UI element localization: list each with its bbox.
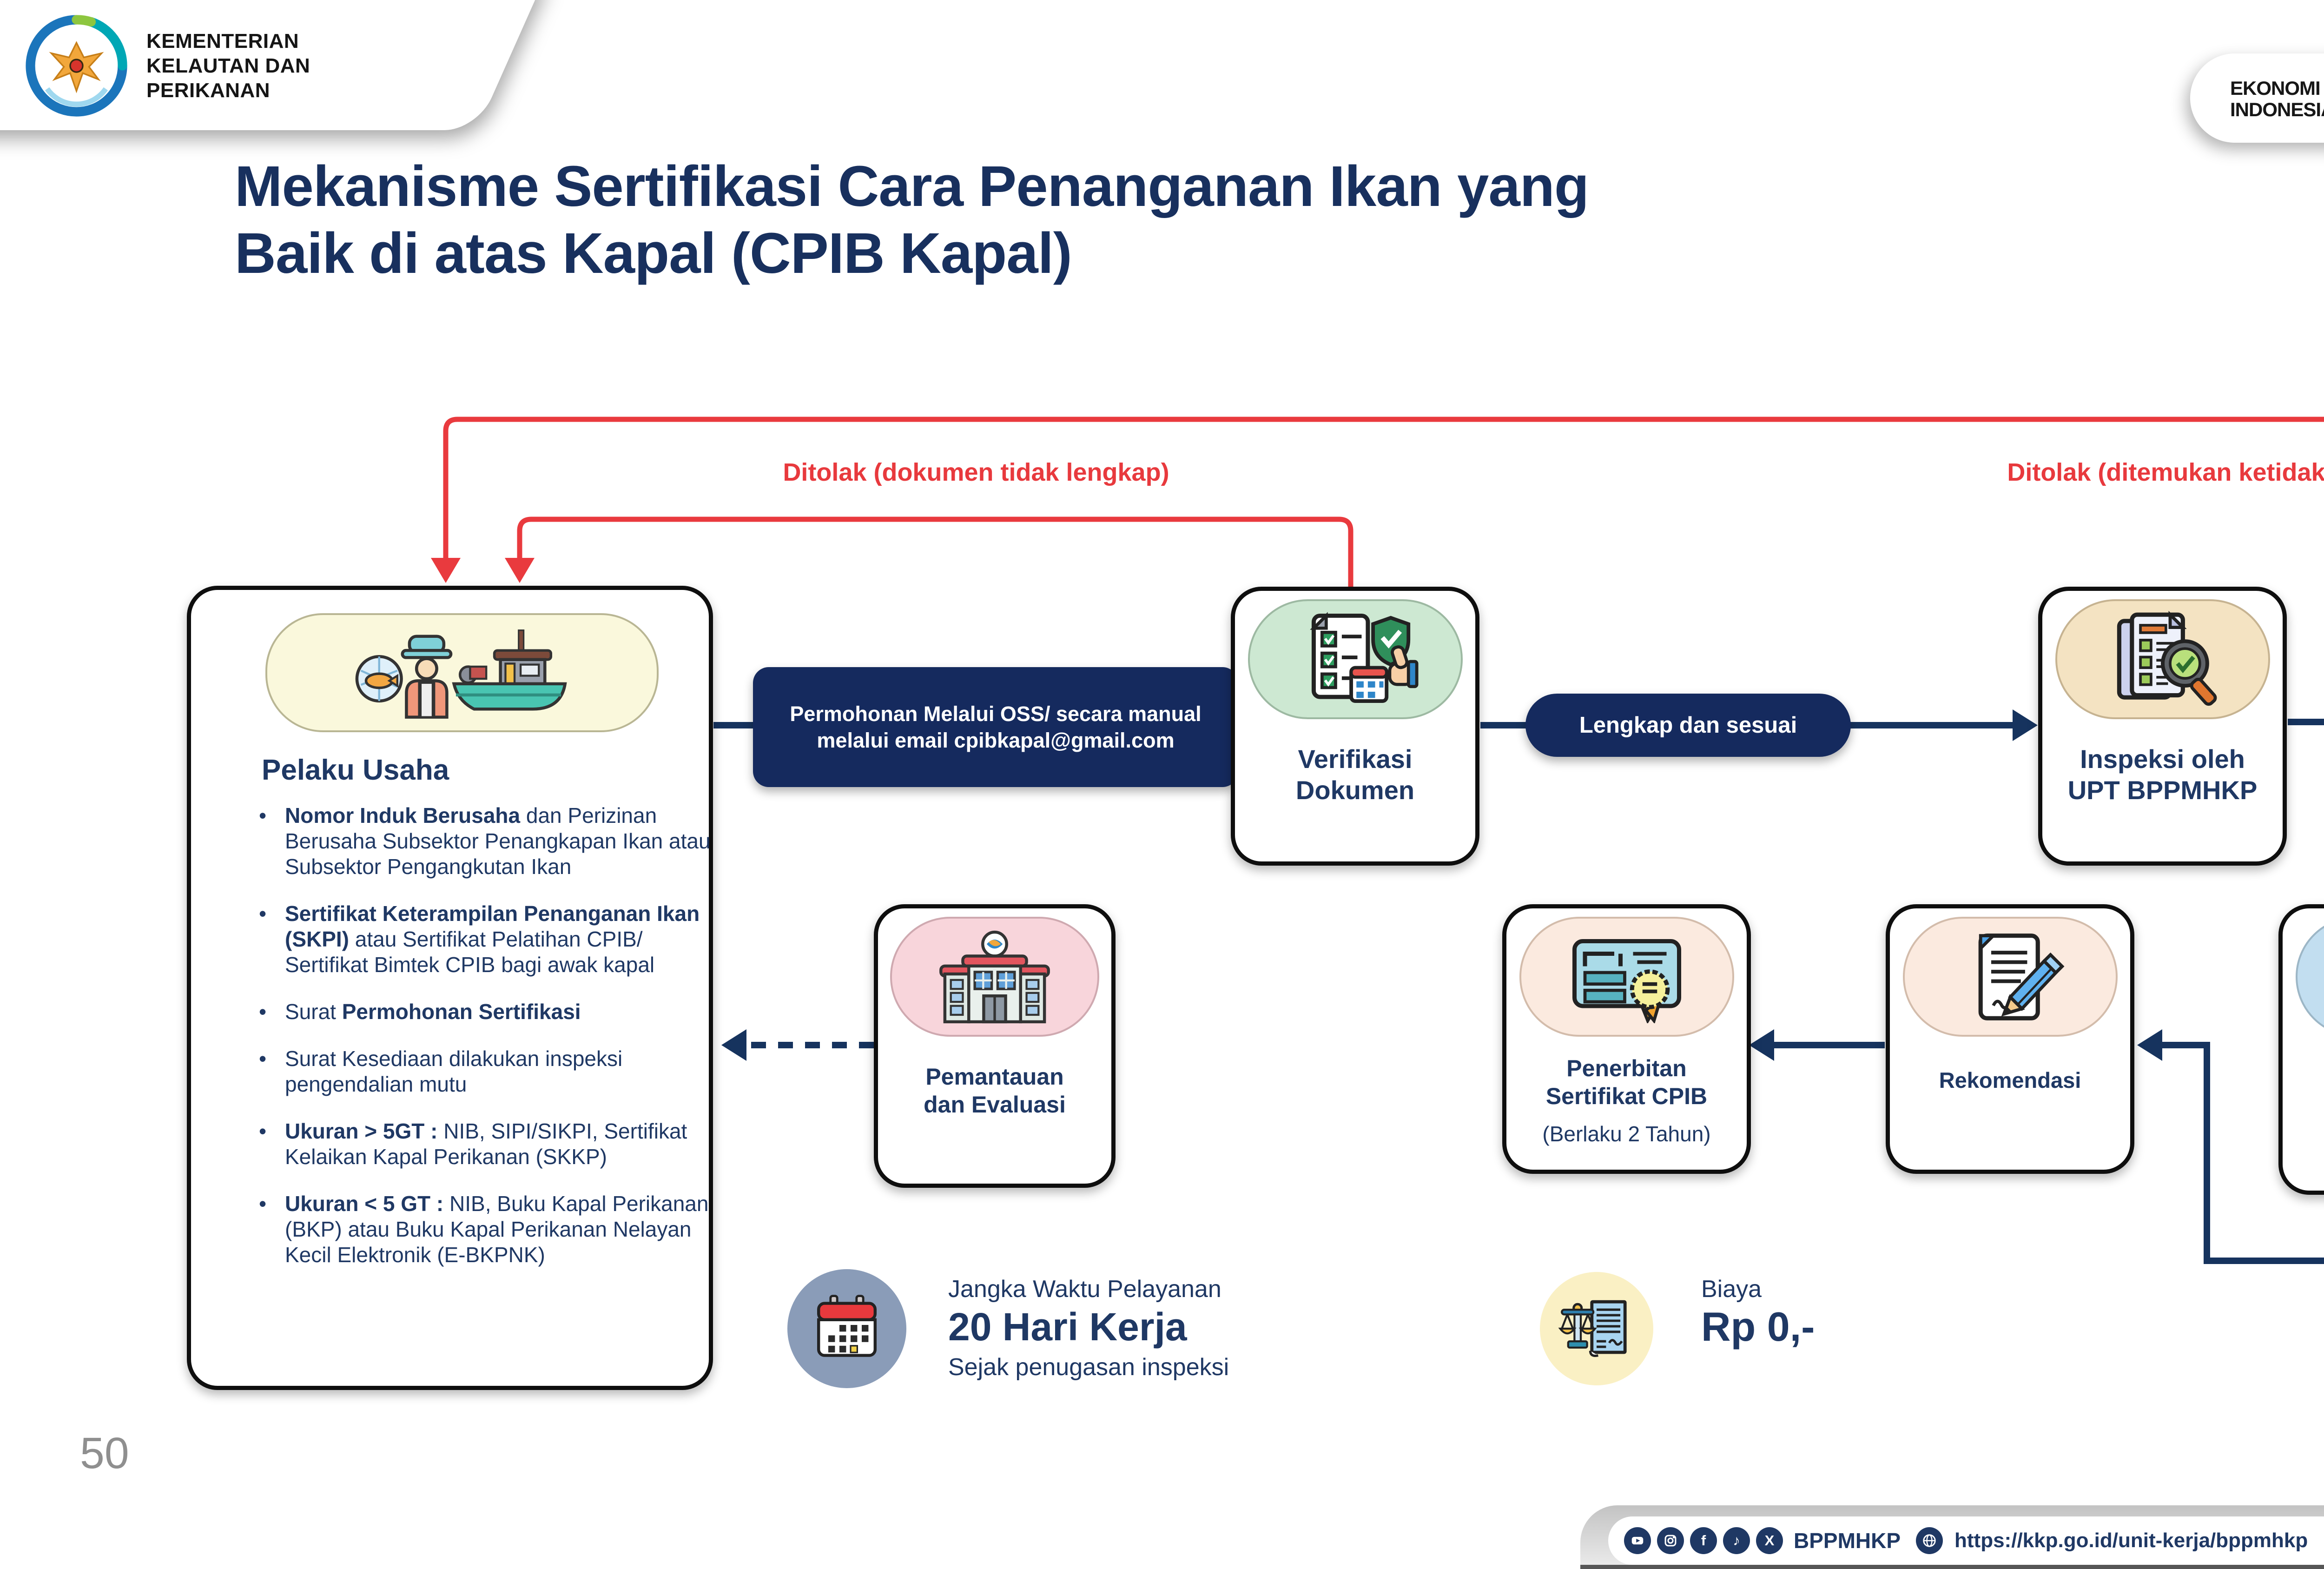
reject-label-right: Ditolak (ditemukan ketidaksesuaian) — [2007, 458, 2324, 486]
box-penerbitan-sertifikat: Penerbitan Sertifikat CPIB (Berlaku 2 Ta… — [1502, 904, 1751, 1174]
jangka-label: Jangka Waktu Pelayanan — [948, 1276, 1221, 1303]
x-icon: X — [1756, 1527, 1783, 1554]
penerbitan-validity: (Berlaku 2 Tahun) — [1542, 1122, 1711, 1146]
footer-social-bar: f ♪ X BPPMHKP https://kkp.go.id/unit-ker… — [1608, 1516, 2324, 1565]
ekonomi-biru-text: EKONOMI BIRU — [2230, 77, 2324, 99]
rekomendasi-label: Rekomendasi — [1939, 1068, 2081, 1092]
pelaku-usaha-title: Pelaku Usaha — [262, 754, 449, 786]
list-item: Sertifikat Keterampilan Penanganan Ikan … — [255, 901, 720, 978]
youtube-icon — [1624, 1527, 1651, 1554]
indonesia-emas-text: INDONESIA EMAS — [2230, 99, 2324, 120]
inspeksi-label: Inspeksi oleh UPT BPPMHKP — [2067, 744, 2258, 805]
biaya-icon-circle — [1540, 1272, 1653, 1385]
social-handle: BPPMHKP — [1794, 1529, 1901, 1553]
list-item: Ukuran > 5GT : NIB, SIPI/SIKPI, Sertifik… — [255, 1119, 720, 1170]
evaluasi-icon-area — [2295, 917, 2324, 1037]
list-item: Surat Permohonan Sertifikasi — [255, 999, 720, 1025]
tiktok-icon: ♪ — [1723, 1527, 1750, 1554]
reject-label-left: Ditolak (dokumen tidak lengkap) — [783, 458, 1169, 486]
document-pencil-icon — [1978, 933, 2064, 1020]
box-rekomendasi: Rekomendasi — [1886, 904, 2134, 1174]
lengkap-dan-sesuai-pill: Lengkap dan sesuai — [1525, 694, 1851, 757]
biaya-info: Biaya Rp 0,- — [1701, 1275, 1815, 1350]
pemantauan-icon-area — [890, 917, 1099, 1037]
pemantauan-label: Pemantauan dan Evaluasi — [924, 1064, 1066, 1118]
certificate-icon — [1572, 939, 1681, 1023]
page-title-line1: Mekanisme Sertifikasi Cara Penanganan Ik… — [235, 155, 1589, 218]
logo-ekonomi-biru: EKONOMI BIRU UNTUK INDONESIA EMAS — [2230, 77, 2324, 119]
box-pemantauan-evaluasi: Pemantauan dan Evaluasi — [874, 904, 1116, 1188]
jangka-waktu-icon-circle — [787, 1269, 906, 1388]
inspeksi-icon-area — [2055, 599, 2270, 719]
globe-icon — [1916, 1527, 1943, 1554]
pelaku-usaha-requirements: Nomor Induk Berusaha dan Perizinan Berus… — [255, 803, 720, 1289]
biaya-label: Biaya — [1701, 1276, 1762, 1303]
list-item: Nomor Induk Berusaha dan Perizinan Berus… — [255, 803, 720, 880]
rekomendasi-icon-area — [1902, 917, 2118, 1037]
box-verifikasi-dokumen: Verifikasi Dokumen — [1231, 587, 1479, 866]
biaya-value: Rp 0,- — [1701, 1304, 1815, 1350]
partner-logos-banner: EKONOMI BIRU UNTUK INDONESIA EMAS KKP 20… — [2190, 53, 2324, 143]
fisherman-boat-icon — [355, 629, 567, 719]
page-title-line2: Baik di atas Kapal (CPIB Kapal) — [235, 221, 1072, 285]
ministry-banner-content: KEMENTERIAN KELAUTAN DAN PERIKANAN — [24, 7, 489, 124]
jangka-waktu-info: Jangka Waktu Pelayanan 20 Hari Kerja Sej… — [948, 1275, 1229, 1382]
instagram-icon — [1657, 1527, 1684, 1554]
box-evaluasi-hasil: Evaluasi hasil Inspeksi oleh Tim Teknis … — [2278, 904, 2324, 1195]
facebook-icon: f — [1690, 1527, 1717, 1554]
box-permohonan-oss: Permohonan Melalui OSS/ secara manual me… — [753, 667, 1238, 787]
ministry-name: KEMENTERIAN KELAUTAN DAN PERIKANAN — [146, 29, 310, 103]
list-item: Ukuran < 5 GT : NIB, Buku Kapal Perikana… — [255, 1191, 720, 1268]
box-inspeksi-upt: Inspeksi oleh UPT BPPMHKP — [2038, 587, 2287, 866]
jangka-note: Sejak penugasan inspeksi — [948, 1354, 1229, 1381]
scales-document-icon — [1558, 1300, 1627, 1357]
penerbitan-label: Penerbitan Sertifikat CPIB — [1545, 1055, 1708, 1109]
box-pelaku-usaha: Pelaku Usaha Nomor Induk Berusaha dan Pe… — [187, 586, 713, 1390]
footer-dark-line — [1580, 1565, 2324, 1569]
pelaku-usaha-icon-area — [265, 613, 659, 732]
kkp-ministry-logo-icon — [26, 14, 127, 117]
page-number: 50 — [80, 1429, 129, 1478]
penerbitan-icon-area — [1519, 917, 1734, 1037]
document-check-icon — [1309, 611, 1418, 703]
document-magnifier-icon — [2117, 610, 2217, 706]
jangka-value: 20 Hari Kerja — [948, 1305, 1187, 1349]
verifikasi-icon-area — [1248, 599, 1463, 719]
page-title: Mekanisme Sertifikasi Cara Penanganan Ik… — [235, 153, 2094, 287]
ministry-line1: KEMENTERIAN — [146, 29, 299, 53]
verifikasi-label: Verifikasi Dokumen — [1295, 744, 1415, 805]
calendar-icon — [817, 1295, 877, 1357]
office-building-icon — [939, 930, 1050, 1023]
list-item: Surat Kesediaan dilakukan inspeksi penge… — [255, 1046, 720, 1097]
ministry-line3: PERIKANAN — [146, 79, 271, 102]
website-url: https://kkp.go.id/unit-kerja/bppmhkp — [1954, 1529, 2308, 1552]
ministry-line2: KELAUTAN DAN — [146, 54, 310, 77]
